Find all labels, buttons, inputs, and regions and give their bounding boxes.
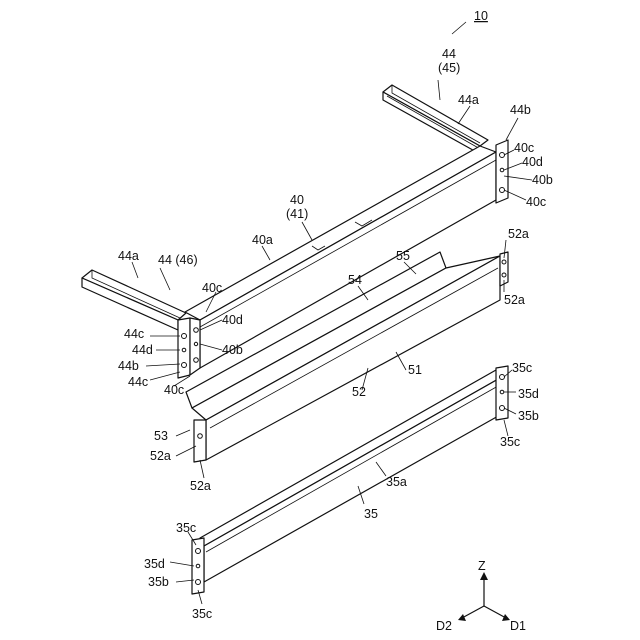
hole — [182, 348, 186, 352]
axis-d2-label: D2 — [436, 619, 452, 633]
label-40d-right: 40d — [522, 155, 543, 169]
label-35a: 35a — [386, 475, 407, 489]
label-44c-top: 44c — [124, 327, 144, 341]
label-52: 52 — [352, 385, 366, 399]
axis-indicator: Z D1 D2 — [436, 559, 526, 633]
label-52a-top: 52a — [508, 227, 529, 241]
hole — [500, 390, 504, 394]
hole — [194, 342, 197, 345]
label-35: 35 — [364, 507, 378, 521]
label-52a-right: 52a — [504, 293, 525, 307]
hole — [500, 375, 505, 380]
label-44c-bottom: 44c — [128, 375, 148, 389]
label-35c-left-bottom: 35c — [192, 607, 212, 621]
label-51: 51 — [408, 363, 422, 377]
label-44b-left: 44b — [118, 359, 139, 373]
label-52a-left: 52a — [150, 449, 171, 463]
label-40d-left: 40d — [222, 313, 243, 327]
hole — [182, 363, 187, 368]
label-44b-right: 44b — [510, 103, 531, 117]
z-arrowhead — [480, 572, 488, 580]
label-40c-left-top: 40c — [202, 281, 222, 295]
d2-arrowhead — [458, 614, 466, 621]
label-40: 40 — [290, 193, 304, 207]
hole — [196, 549, 201, 554]
label-35d-right: 35d — [518, 387, 539, 401]
hole — [198, 434, 203, 439]
label-35b-left: 35b — [148, 575, 169, 589]
label-40c-right-top: 40c — [514, 141, 534, 155]
hole — [194, 328, 199, 333]
label-52a-bottom: 52a — [190, 479, 211, 493]
label-40c-right-bottom: 40c — [526, 195, 546, 209]
label-35c-left-top: 35c — [176, 521, 196, 535]
d1-axis-arrow — [484, 606, 506, 618]
axis-z-label: Z — [478, 559, 486, 573]
label-54: 54 — [348, 273, 362, 287]
hole — [502, 260, 506, 264]
label-45: (45) — [438, 61, 460, 75]
d2-axis-arrow — [462, 606, 484, 618]
axis-d1-label: D1 — [510, 619, 526, 633]
label-35c-right-bottom: 35c — [500, 435, 520, 449]
hole — [196, 564, 200, 568]
label-10: 10 — [474, 9, 488, 23]
hole — [500, 153, 505, 158]
hole — [500, 168, 504, 172]
label-40b-right: 40b — [532, 173, 553, 187]
right-end-bracket — [496, 140, 508, 203]
label-44a-left: 44a — [118, 249, 139, 263]
label-41: (41) — [286, 207, 308, 221]
side-rail-44a-left — [82, 270, 186, 330]
label-40a: 40a — [252, 233, 273, 247]
hole — [500, 406, 505, 411]
label-40c-left-bottom: 40c — [164, 383, 184, 397]
hole — [194, 358, 199, 363]
hole — [500, 188, 505, 193]
label-35b-right: 35b — [518, 409, 539, 423]
label-53: 53 — [154, 429, 168, 443]
label-55: 55 — [396, 249, 410, 263]
hole — [182, 334, 187, 339]
hole — [196, 580, 201, 585]
left-end-bracket — [178, 318, 200, 378]
hole — [502, 273, 506, 277]
label-44a-right: 44a — [458, 93, 479, 107]
d1-arrowhead — [502, 614, 510, 621]
label-44-46: 44 (46) — [158, 253, 198, 267]
label-35d-left: 35d — [144, 557, 165, 571]
label-35c-right-top: 35c — [512, 361, 532, 375]
label-44-top: 44 — [442, 47, 456, 61]
label-40b-left: 40b — [222, 343, 243, 357]
label-44d: 44d — [132, 343, 153, 357]
